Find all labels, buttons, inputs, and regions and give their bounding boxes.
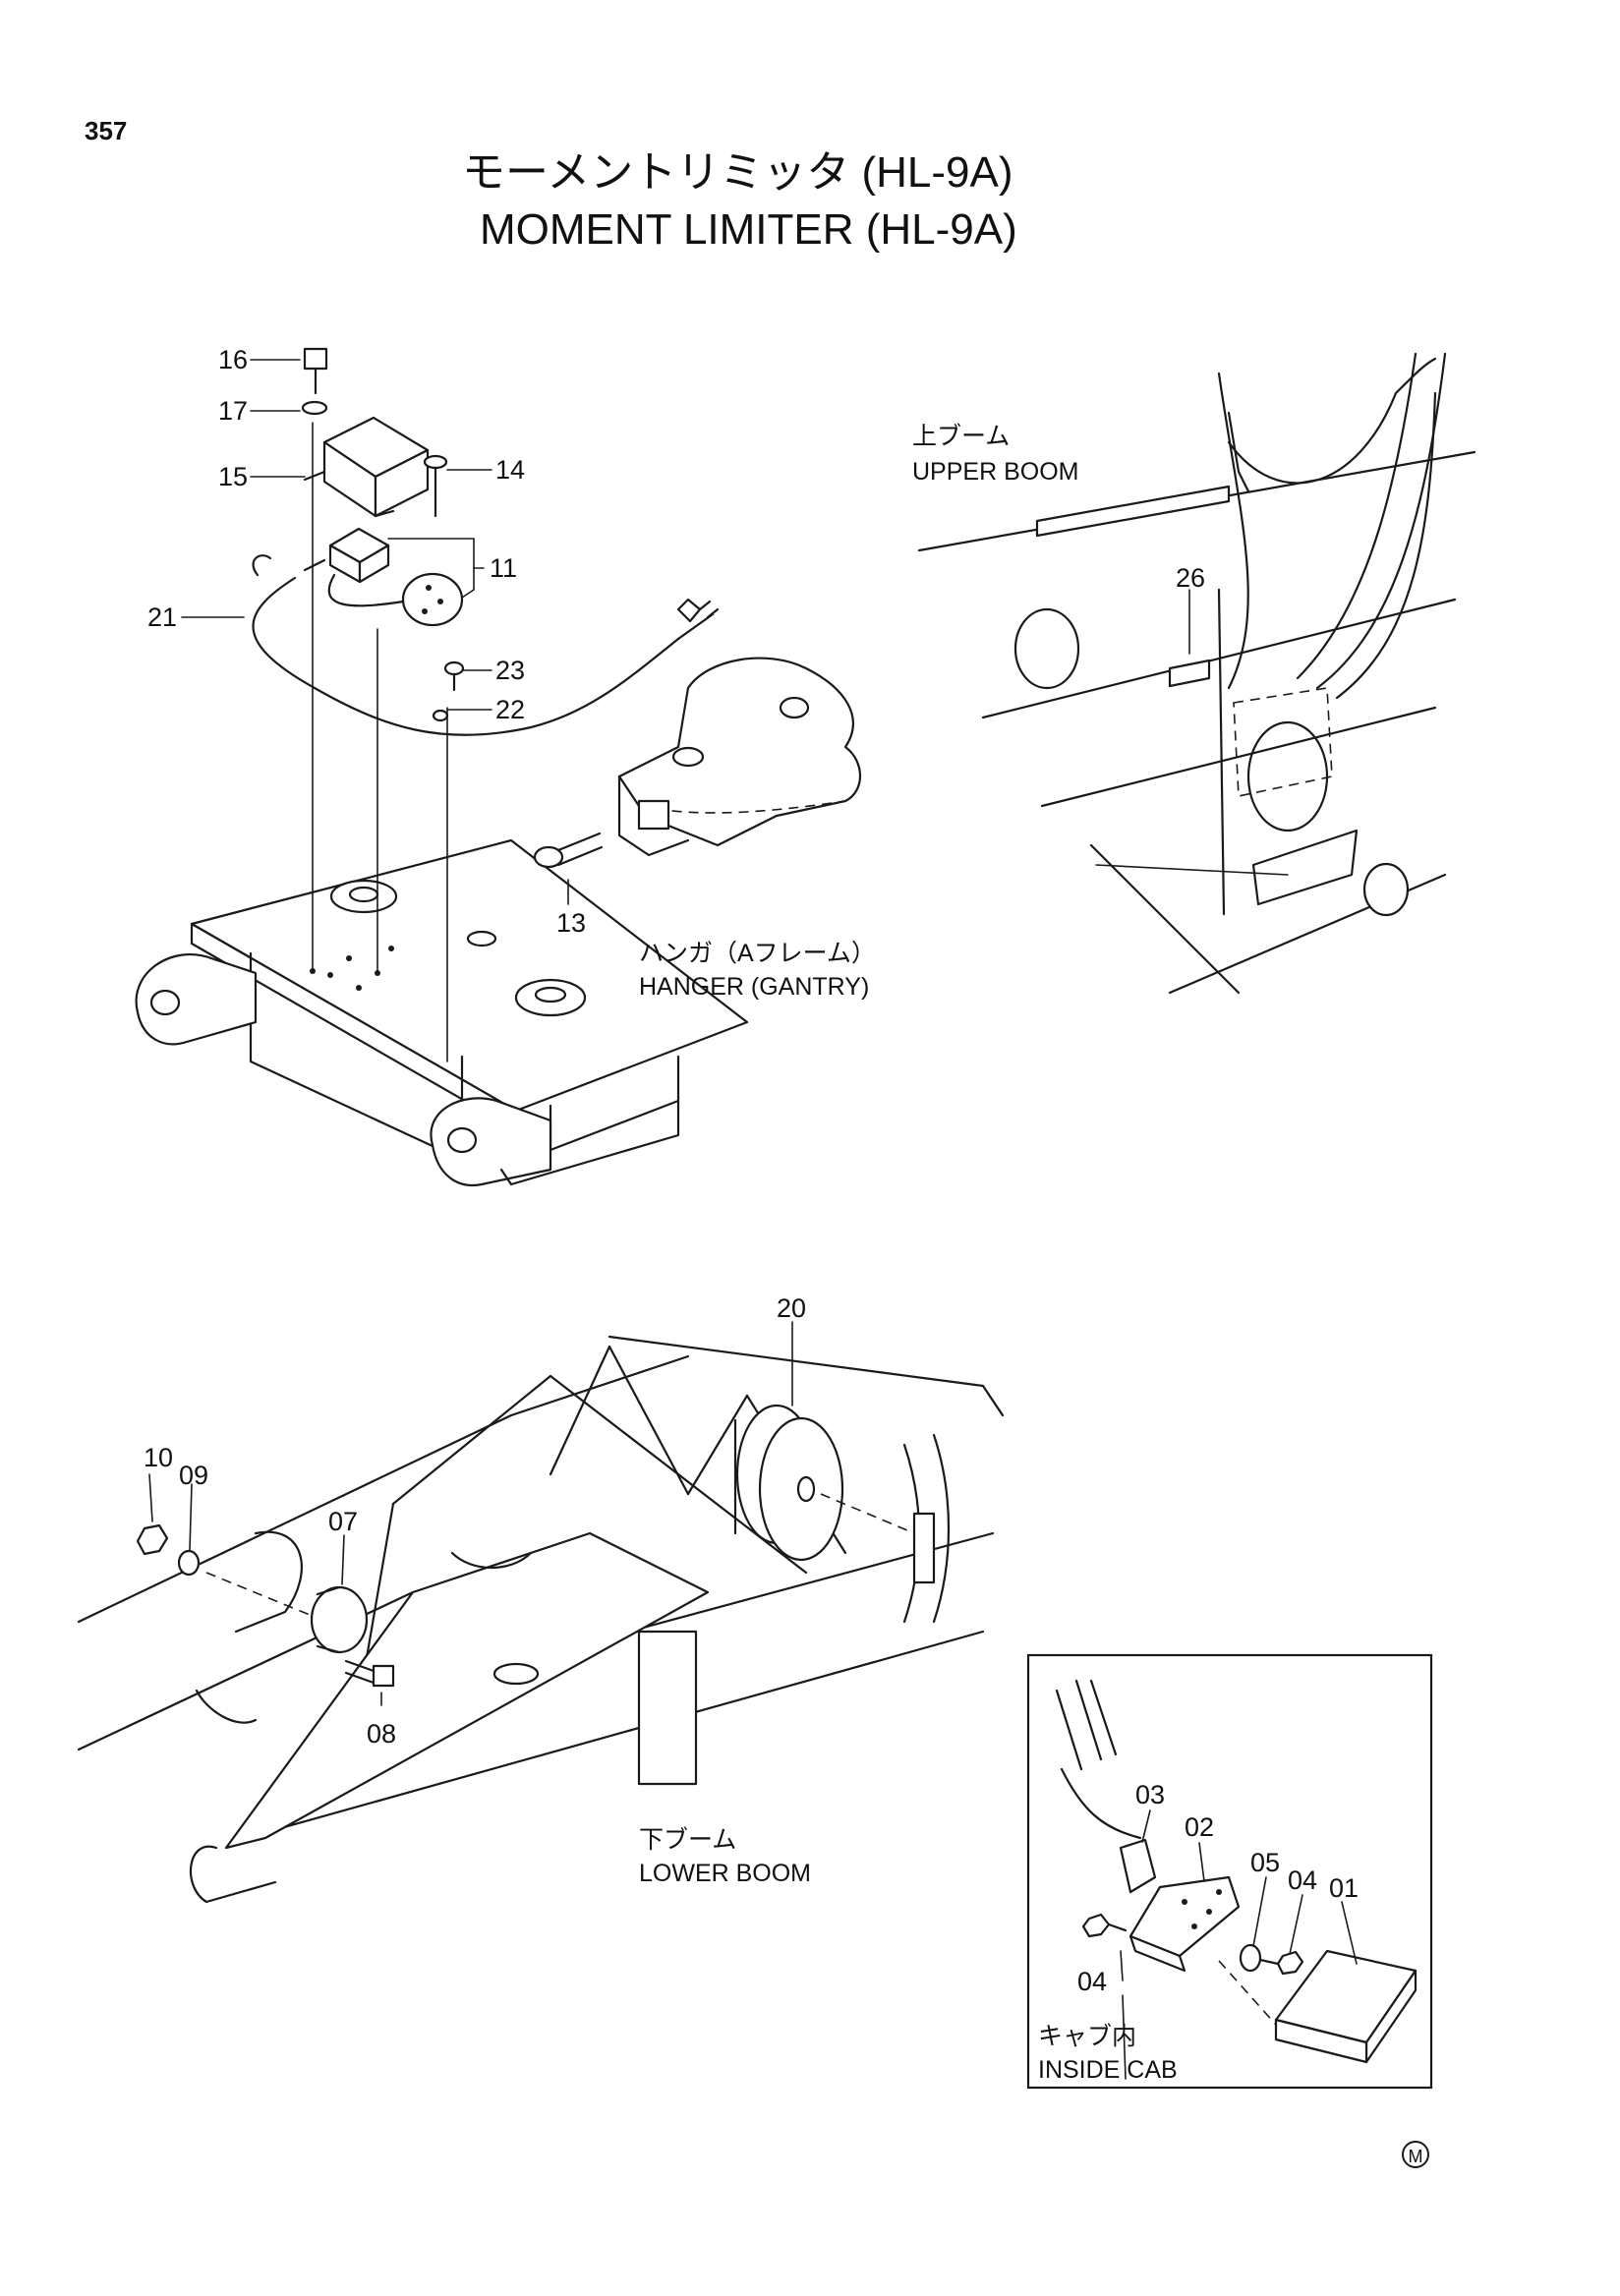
callout-14: 14	[495, 455, 525, 485]
callout-04-left: 04	[1077, 1967, 1107, 1996]
page-number: 357	[85, 116, 127, 145]
hanger-callout-leaders	[181, 359, 492, 711]
caption-hanger-jp: ハンガ（Aフレーム）	[639, 940, 876, 967]
callout-07: 07	[328, 1507, 358, 1536]
callout-03: 03	[1135, 1780, 1165, 1809]
caption-inside-cab-en: INSIDE CAB	[1038, 2056, 1178, 2084]
caption-upper-boom-en: UPPER BOOM	[912, 458, 1078, 486]
svg-text:M: M	[1409, 2147, 1423, 2166]
callout-23: 23	[495, 656, 525, 685]
callout-13: 13	[556, 908, 586, 938]
callout-02: 02	[1185, 1812, 1214, 1842]
callout-11: 11	[490, 553, 517, 583]
title-japanese: モーメントリミッタ (HL-9A)	[462, 148, 1013, 197]
caption-lower-boom-en: LOWER BOOM	[639, 1860, 811, 1887]
caption-upper-boom-jp: 上ブーム	[912, 423, 1010, 450]
callout-20: 20	[777, 1293, 806, 1323]
hanger-gantry-drawing	[135, 347, 861, 1187]
callout-17: 17	[218, 396, 248, 426]
callout-04-right: 04	[1288, 1866, 1317, 1895]
circled-m-mark: M	[1402, 2141, 1429, 2168]
callout-15: 15	[218, 462, 248, 491]
callout-22: 22	[495, 695, 525, 724]
callout-26: 26	[1176, 563, 1205, 593]
caption-inside-cab-jp: キャブ内	[1038, 2023, 1136, 2050]
caption-lower-boom-jp: 下ブーム	[639, 1826, 736, 1854]
callout-21: 21	[147, 603, 177, 632]
inside-cab-drawing	[1055, 1679, 1418, 2064]
title-english: MOMENT LIMITER (HL-9A)	[480, 205, 1017, 254]
upper-boom-drawing	[917, 352, 1476, 995]
caption-hanger-en: HANGER (GANTRY)	[639, 973, 869, 1001]
callout-09: 09	[179, 1461, 208, 1490]
callout-10: 10	[144, 1443, 173, 1472]
lower-boom-callout-leaders	[148, 1321, 793, 1706]
callout-05: 05	[1250, 1848, 1280, 1877]
callout-16: 16	[218, 345, 248, 374]
callout-08: 08	[367, 1719, 396, 1749]
lower-boom-drawing	[77, 1335, 1005, 1904]
callout-01: 01	[1329, 1873, 1359, 1903]
inside-cab-callout-leaders	[1120, 1809, 1358, 2080]
